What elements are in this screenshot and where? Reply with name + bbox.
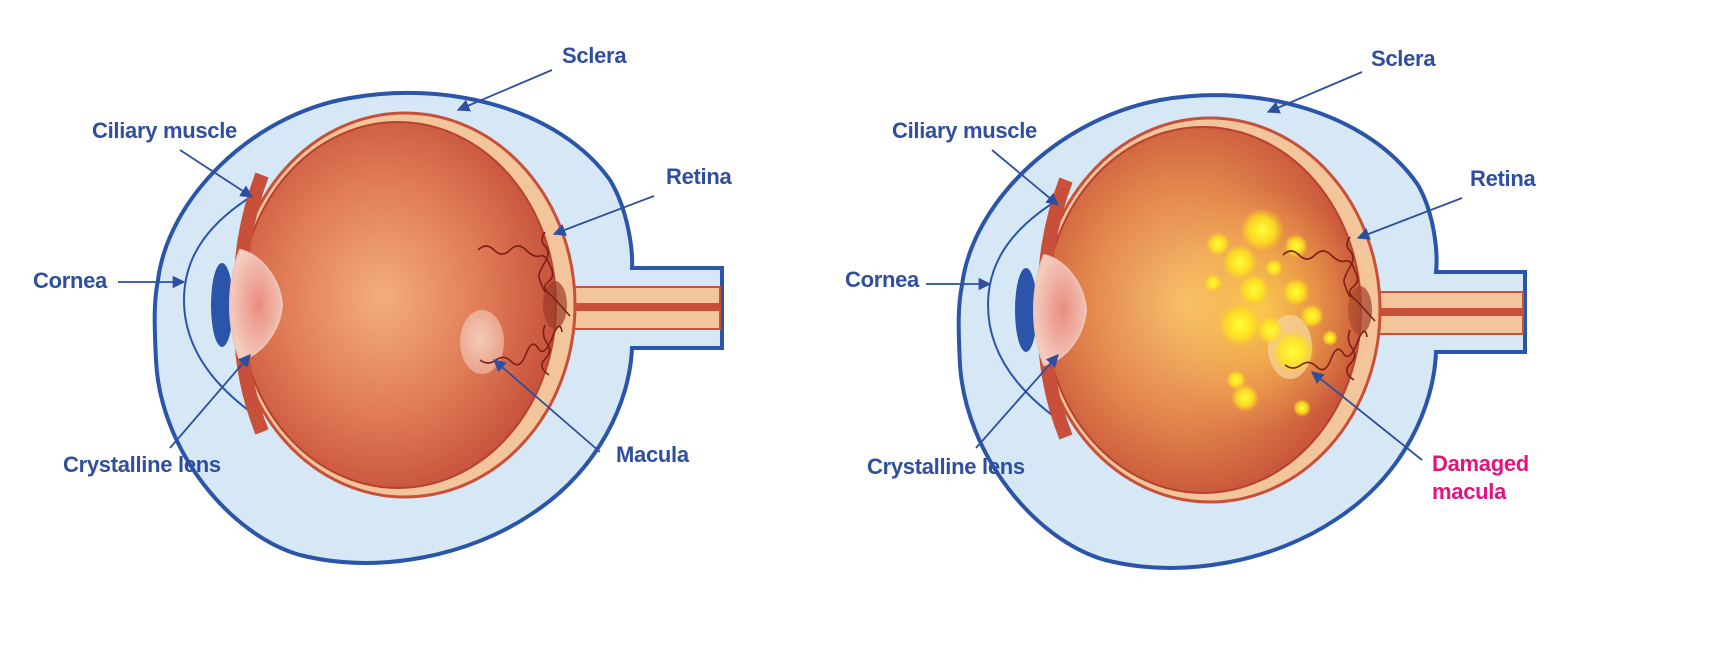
label-macula: Macula: [616, 442, 690, 467]
label-retina: Retina: [666, 164, 733, 189]
lens-pointer: [975, 354, 1059, 449]
retina-pointer: [1356, 197, 1463, 240]
cornea-line: [182, 189, 263, 421]
label-retina: Retina: [1470, 166, 1537, 191]
vitreous-body: [239, 121, 557, 489]
label-cornea: Cornea: [33, 268, 108, 293]
retina-pointer: [552, 195, 655, 236]
drusen-spots: [1204, 208, 1338, 417]
damaged-eye-pointers: [926, 71, 1463, 461]
ciliary-pointer: [179, 149, 254, 198]
crystalline-lens: [1032, 253, 1088, 367]
normal-eye: [152, 90, 724, 565]
ciliary-pointer: [991, 149, 1059, 206]
lens-pointer: [169, 354, 251, 449]
label-ciliary-muscle: Ciliary muscle: [92, 118, 237, 143]
iris: [1015, 268, 1037, 352]
label-crystalline-lens: Crystalline lens: [63, 452, 221, 477]
damaged-eye: [956, 93, 1527, 570]
sclera-pointer: [456, 69, 553, 112]
label-sclera: Sclera: [562, 43, 627, 68]
label-cornea: Cornea: [845, 267, 920, 292]
label-damaged-macula-line2: macula: [1432, 479, 1507, 504]
macula-pointer: [493, 359, 601, 453]
label-damaged-macula-line1: Damaged: [1432, 451, 1529, 476]
label-crystalline-lens: Crystalline lens: [867, 454, 1025, 479]
damaged-macula-pointer: [1311, 371, 1423, 461]
label-sclera: Sclera: [1371, 46, 1436, 71]
macula: [460, 310, 504, 374]
iris: [211, 263, 233, 347]
sclera-pointer: [1266, 71, 1363, 114]
normal-eye-pointers: [118, 69, 655, 453]
label-ciliary-muscle: Ciliary muscle: [892, 118, 1037, 143]
